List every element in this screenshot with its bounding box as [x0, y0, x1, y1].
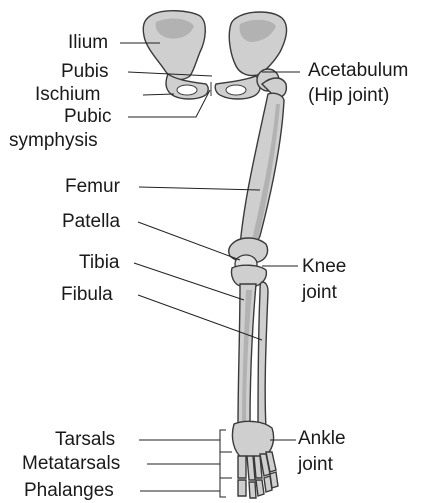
- label-acetabulum: Acetabulum: [308, 60, 408, 82]
- phalanx-2: [249, 482, 256, 498]
- label-femur: Femur: [65, 176, 120, 198]
- label-phalanges: Phalanges: [24, 480, 114, 502]
- label-fibula: Fibula: [61, 284, 113, 306]
- fibula: [258, 282, 268, 430]
- label-ankle-joint: joint: [298, 454, 333, 476]
- leader-ischium: [143, 94, 174, 95]
- label-hip-joint: (Hip joint): [308, 85, 389, 107]
- label-pubic-2: symphysis: [9, 130, 98, 152]
- phalanx-1: [238, 480, 246, 496]
- label-tibia: Tibia: [79, 252, 119, 274]
- phalanx-3: [256, 480, 264, 496]
- metatarsal-1: [238, 456, 246, 478]
- leader-tibia: [134, 263, 244, 300]
- leader-patella: [138, 222, 240, 260]
- foot-bracket: [220, 430, 226, 497]
- label-knee-joint: joint: [302, 282, 337, 304]
- label-ilium: Ilium: [68, 32, 108, 54]
- label-knee: Knee: [302, 256, 346, 278]
- label-pubic-1: Pubic: [64, 106, 112, 128]
- label-patella: Patella: [62, 211, 120, 233]
- label-tarsals: Tarsals: [55, 429, 115, 451]
- phalanx-5: [270, 472, 278, 488]
- label-metatarsals: Metatarsals: [22, 453, 120, 475]
- label-ankle: Ankle: [298, 428, 346, 450]
- leader-femur: [139, 187, 260, 190]
- label-pubis: Pubis: [61, 61, 109, 83]
- label-ischium: Ischium: [35, 84, 100, 106]
